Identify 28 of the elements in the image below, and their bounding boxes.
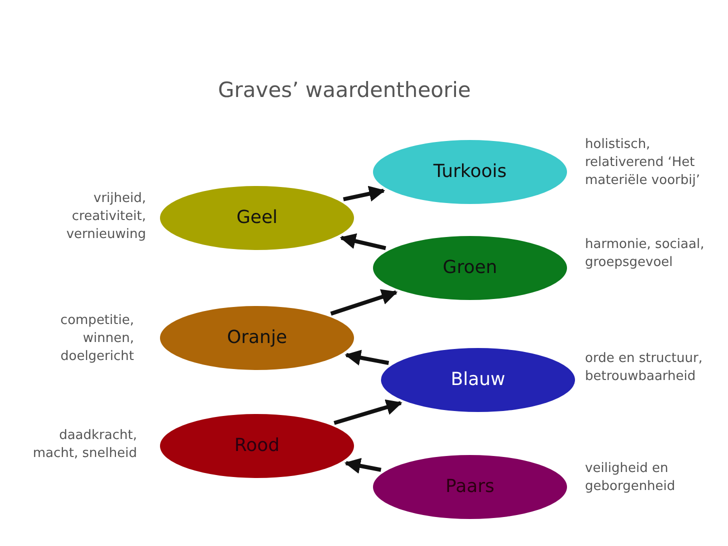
ellipse-node (159, 185, 355, 251)
ellipse-node (372, 454, 568, 520)
ellipse-node (380, 347, 576, 413)
node-label: Geel (235, 207, 279, 228)
ellipse-node (372, 139, 568, 205)
arrow (330, 289, 398, 316)
ellipse-node (159, 305, 355, 371)
description-text: daadkracht, macht, snelheid (32, 427, 137, 463)
arrow (344, 350, 390, 366)
description-text: harmonie, sociaal, groepsgevoel (585, 236, 706, 272)
arrow (342, 186, 386, 202)
node-label: Rood (233, 435, 281, 456)
description-text: vrijheid, creativiteit, vernieuwing (65, 190, 146, 244)
node-label: Blauw (450, 369, 506, 390)
node-label: Oranje (226, 327, 288, 348)
description-text: orde en structuur, betrouwbaarheid (585, 350, 704, 386)
arrow (340, 233, 386, 250)
description-text: holistisch, relativerend ‘Het materiële voorbij’ (585, 136, 701, 190)
description-text: veiligheid en geborgenheid (585, 460, 676, 496)
diagram-title: Graves’ waardentheorie (218, 78, 471, 102)
arrow (344, 458, 382, 474)
node-label: Paars (444, 476, 496, 497)
node-label: Groen (442, 257, 498, 278)
ellipse-node (372, 235, 568, 301)
ellipse-node (159, 413, 355, 479)
arrow (334, 399, 402, 425)
description-text: competitie, winnen, doelgericht (59, 312, 134, 366)
node-label: Turkoois (432, 161, 508, 182)
